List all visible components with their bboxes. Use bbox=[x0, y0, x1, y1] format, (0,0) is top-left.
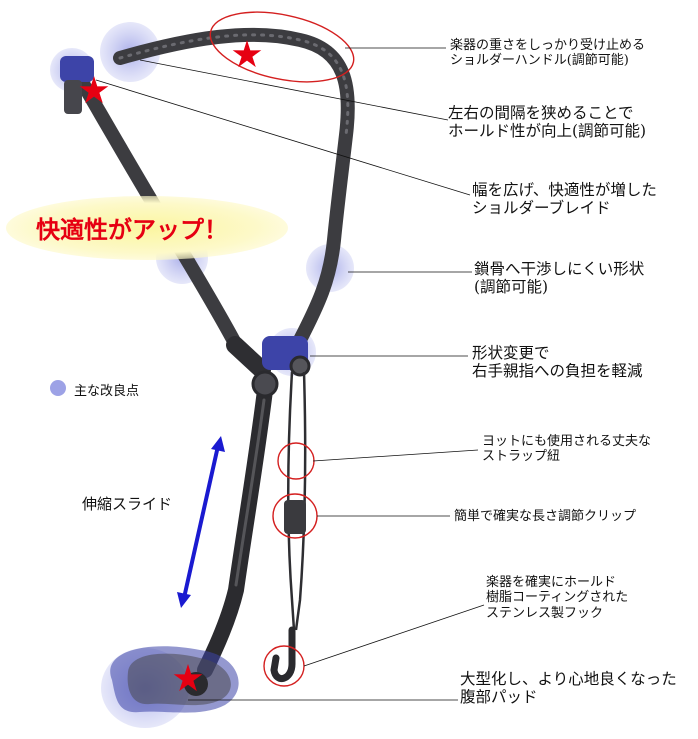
double-arrow-icon bbox=[177, 436, 225, 608]
callout-line: 右手親指への負担を軽減 bbox=[472, 362, 643, 381]
callout-line: ステンレス製フック bbox=[486, 605, 604, 621]
callout-line: 楽器を確実にホールド bbox=[486, 575, 617, 590]
callout-shoulder-handle: 楽器の重さをしっかり受け止める ショルダーハンドル(調節可能) bbox=[450, 38, 645, 69]
callout-line: 腹部パッド bbox=[460, 688, 538, 707]
callout-shoulder-blade: 幅を広げ、快適性が増した ショルダーブレイド bbox=[472, 181, 657, 218]
callout-strap-cord: ヨットにも使用される丈夫な ストラップ紐 bbox=[482, 434, 651, 465]
improvement-marker-icon bbox=[50, 380, 66, 396]
legend-label: 主な改良点 bbox=[74, 384, 140, 399]
callout-line: ヨットにも使用される丈夫な bbox=[482, 434, 652, 449]
stars bbox=[79, 40, 262, 692]
improvement-markers bbox=[50, 22, 354, 728]
slide-label: 伸縮スライド bbox=[82, 495, 173, 513]
callout-circle bbox=[277, 442, 315, 480]
callout-line: ショルダーブレイド bbox=[472, 199, 611, 218]
callout-circle bbox=[209, 11, 355, 83]
hook bbox=[270, 626, 296, 682]
leader-lines bbox=[95, 47, 485, 701]
callout-thumb: 形状変更で 右手親指への負担を軽減 bbox=[472, 344, 643, 381]
length-clip bbox=[284, 500, 306, 534]
callout-clip: 簡単で確実な長さ調節クリップ bbox=[454, 509, 636, 524]
shoulder-handle-end bbox=[60, 56, 94, 82]
callout-line: 形状変更で bbox=[472, 344, 550, 362]
belly-pad bbox=[110, 646, 239, 713]
highlight-bubble bbox=[6, 196, 288, 260]
callout-line: (調節可能) bbox=[474, 278, 549, 297]
strap-cord bbox=[286, 371, 307, 631]
star-icon bbox=[232, 40, 262, 68]
thumb-joint bbox=[251, 336, 311, 398]
callout-collarbone: 鎖骨へ干渉しにくい形状 (調節可能) bbox=[474, 260, 644, 297]
callout-line: ストラップ紐 bbox=[482, 449, 561, 465]
star-icon bbox=[79, 76, 109, 104]
callout-line: 樹脂コーティングされた bbox=[486, 590, 629, 606]
callout-belly-pad: 大型化し、より心地良くなった 腹部パッド bbox=[460, 670, 677, 707]
callout-line: 幅を広げ、快適性が増した bbox=[472, 181, 657, 199]
callout-line: 左右の間隔を狭めることで bbox=[448, 104, 634, 122]
star-icon bbox=[173, 664, 203, 692]
callout-line: ショルダーハンドル(調節可能) bbox=[450, 53, 629, 69]
highlight-text: 快適性がアップ！ bbox=[36, 216, 228, 244]
callout-line: 簡単で確実な長さ調節クリップ bbox=[454, 509, 637, 524]
callout-hold-width: 左右の間隔を狭めることで ホールド性が向上(調節可能) bbox=[448, 104, 646, 141]
callout-hook: 楽器を確実にホールド 樹脂コーティングされた ステンレス製フック bbox=[486, 575, 628, 621]
callout-line: 鎖骨へ干渉しにくい形状 bbox=[474, 260, 645, 278]
callout-line: ホールド性が向上(調節可能) bbox=[448, 122, 647, 141]
callout-line: 大型化し、より心地良くなった bbox=[460, 670, 677, 688]
callout-line: 楽器の重さをしっかり受け止める bbox=[450, 38, 646, 53]
